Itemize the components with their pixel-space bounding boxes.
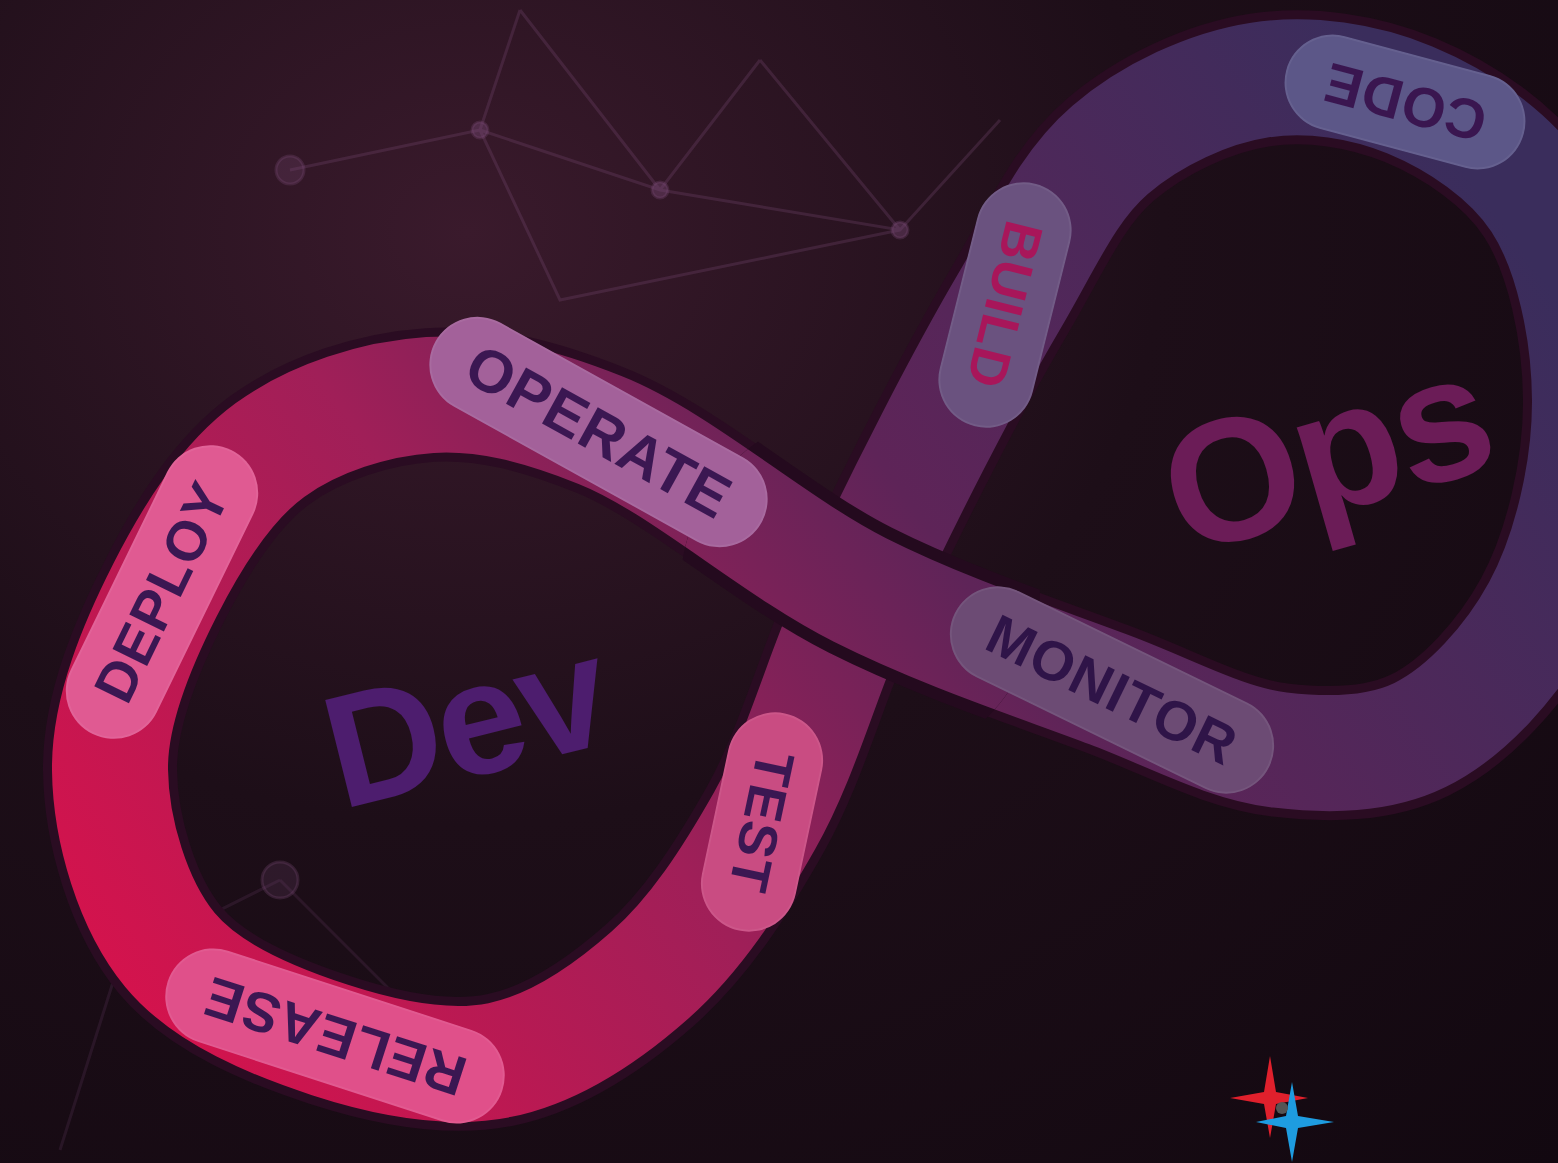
section-label: Ops xyxy=(1143,323,1507,582)
stage-label: OPERATE xyxy=(456,335,741,529)
section-label: Dev xyxy=(309,610,621,833)
infinity-band xyxy=(110,77,1558,1064)
stage-label: MONITOR xyxy=(978,606,1246,775)
stage-label: TEST xyxy=(721,747,803,897)
band-fill xyxy=(110,77,1558,1064)
stage-pill: RELEASE xyxy=(153,936,517,1136)
stage-label: BUILD xyxy=(958,216,1052,394)
stage-pill: MONITOR xyxy=(934,570,1291,810)
logo-star xyxy=(1230,1056,1334,1162)
stage-pill: BUILD xyxy=(928,172,1082,438)
stage-pill: CODE xyxy=(1274,24,1536,180)
stage-label: DEPLOY xyxy=(85,474,239,711)
stage-pill: TEST xyxy=(692,703,832,940)
stage-label: RELEASE xyxy=(197,967,473,1104)
stage-pill: OPERATE xyxy=(412,300,785,565)
stage-label: CODE xyxy=(1318,54,1493,151)
stage-pill: DEPLOY xyxy=(50,429,275,755)
band-outline xyxy=(110,77,1558,1064)
